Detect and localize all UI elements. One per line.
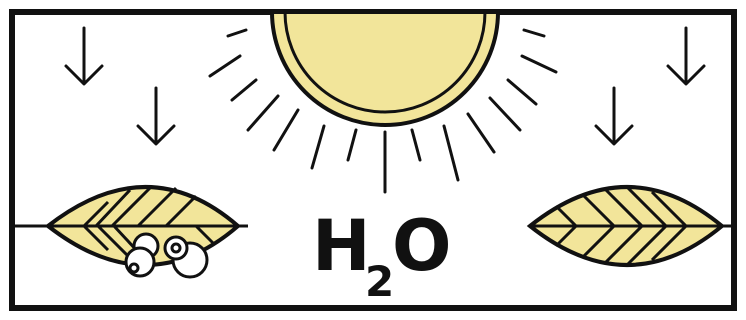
formula-o: O: [392, 205, 452, 287]
formula-subscript: 2: [365, 257, 394, 306]
formula-h: H: [312, 205, 371, 287]
